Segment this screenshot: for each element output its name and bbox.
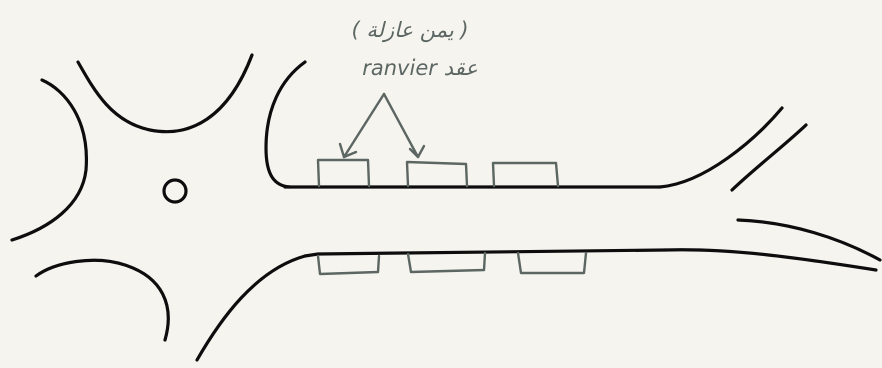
axon-hillock-lower	[195, 254, 307, 362]
dendrite-top	[76, 53, 254, 134]
myelin-segment-lower-3	[516, 251, 588, 275]
myelin-segment-lower-1	[316, 254, 381, 276]
axon-lower-terminal	[663, 248, 878, 272]
arrow-icon	[382, 92, 420, 159]
axon-upper-terminal	[658, 106, 784, 189]
myelin-segment-upper-2	[405, 160, 469, 188]
arrow-icon	[338, 142, 358, 159]
axon-hillock-upper	[264, 60, 307, 189]
arrow-icon	[342, 92, 386, 159]
annotation-line-2: ranvier عقد	[362, 56, 478, 80]
axon-upper-branch	[730, 123, 808, 192]
dendrite-lower-left	[34, 258, 170, 342]
nucleus-circle	[162, 178, 188, 204]
arrow-icon	[408, 144, 426, 159]
axon-lower-line	[303, 248, 667, 258]
myelin-segment-upper-3	[491, 161, 560, 188]
myelin-segment-lower-2	[406, 251, 487, 274]
myelin-segment-upper-1	[316, 158, 371, 188]
annotation-line-1: ( يمن عازلة )	[351, 18, 468, 43]
axon-lower-branch	[736, 218, 882, 262]
dendrite-upper-left	[10, 78, 88, 242]
